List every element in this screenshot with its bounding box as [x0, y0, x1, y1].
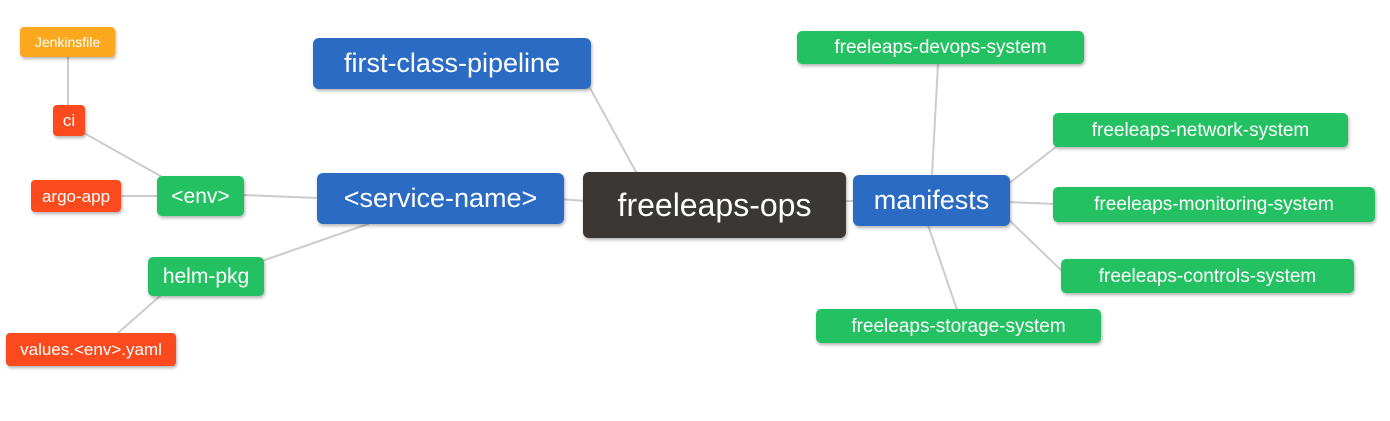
node-argo-app[interactable]: argo-app [31, 180, 121, 212]
edge-manifests-storage [927, 224, 958, 311]
edge-manifests-controls [1007, 218, 1064, 273]
node-freeleaps-ops-root[interactable]: freeleaps-ops [583, 172, 846, 238]
edge-helm-values [117, 295, 161, 334]
node-freeleaps-monitoring-system[interactable]: freeleaps-monitoring-system [1053, 187, 1375, 222]
node-service-name[interactable]: <service-name> [317, 173, 564, 224]
edge-env-ci [83, 132, 165, 179]
node-freeleaps-network-system[interactable]: freeleaps-network-system [1053, 113, 1348, 147]
edge-service-env [243, 194, 318, 199]
node-first-class-pipeline[interactable]: first-class-pipeline [313, 38, 591, 89]
edge-manifests-network [1007, 146, 1057, 185]
edge-manifests-devops [931, 63, 939, 176]
node-helm-pkg[interactable]: helm-pkg [148, 257, 264, 296]
edge-ops-pipeline [589, 87, 637, 173]
node-freeleaps-storage-system[interactable]: freeleaps-storage-system [816, 309, 1101, 343]
node-freeleaps-devops-system[interactable]: freeleaps-devops-system [797, 31, 1084, 64]
node-env[interactable]: <env> [157, 176, 244, 216]
edge-ops-service [559, 198, 587, 202]
node-ci[interactable]: ci [53, 105, 85, 136]
node-values-env-yaml[interactable]: values.<env>.yaml [6, 333, 176, 366]
edge-manifests-monitoring [1007, 201, 1056, 205]
node-manifests[interactable]: manifests [853, 175, 1010, 226]
node-freeleaps-controls-system[interactable]: freeleaps-controls-system [1061, 259, 1354, 293]
edge-service-helm-pkg [261, 223, 369, 262]
node-jenkinsfile[interactable]: Jenkinsfile [20, 27, 115, 57]
